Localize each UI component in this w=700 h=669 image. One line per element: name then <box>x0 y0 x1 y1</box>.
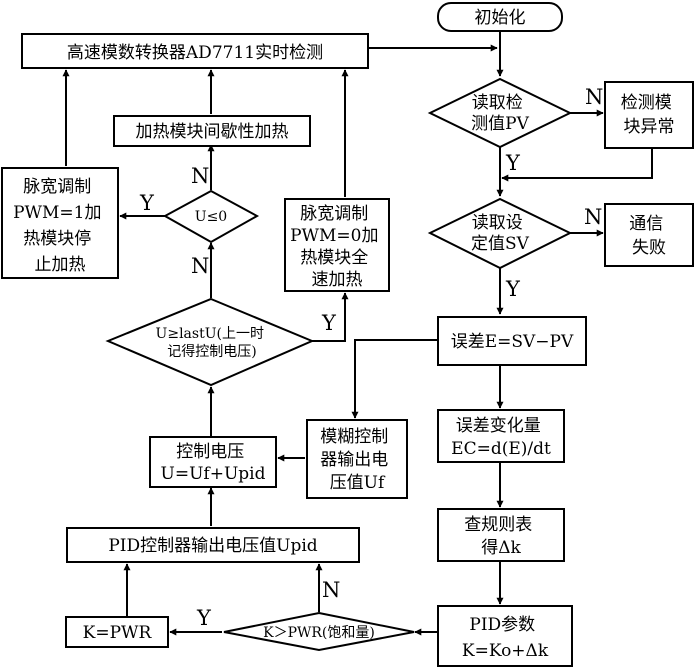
svg-text:通信 失败: 通信 失败 <box>629 214 668 258</box>
svg-text:初始化: 初始化 <box>475 8 526 28</box>
svg-text:读取检 测值PV: 读取检 测值PV <box>471 93 529 134</box>
node-pid-params: PID参数 K=Ko+Δk <box>437 605 573 667</box>
label-ulast-no: N <box>191 254 209 278</box>
label-kpwr-yes: Y <box>196 606 212 630</box>
decision-read-pv-line-1: 读取检 <box>472 93 523 113</box>
node-err-comm: 通信 失败 <box>604 203 694 267</box>
node-pwm1: 脉宽调制 PWM=1加 热模块停 止加热 <box>1 167 119 279</box>
decision-k-gt-pwr-line-1: K＞PWR(饱和量) <box>263 625 375 641</box>
label-ule0-yes: Y <box>139 191 155 215</box>
node-pwm1-line-3: 热模块停 <box>23 229 91 249</box>
label-ule0-no: N <box>191 164 209 188</box>
node-adc-line-1: 高速模数转换器AD7711实时检测 <box>67 43 323 63</box>
decision-k-gt-pwr: K＞PWR(饱和量) <box>223 611 415 652</box>
svg-text:高速模数转换器AD7711实时检测: 高速模数转换器AD7711实时检测 <box>67 43 323 63</box>
branch-labels: N Y N Y Y N Y N N Y <box>139 85 603 630</box>
node-pwm0-line-1: 脉宽调制 <box>300 204 368 224</box>
node-pwm1-line-2: PWM=1加 <box>13 203 101 223</box>
svg-text:加热模块间歇性加热: 加热模块间歇性加热 <box>136 122 289 142</box>
node-pid-params-line-1: PID参数 <box>469 615 535 635</box>
node-fuzzy-out-line-2: 器输出电 <box>320 450 388 470</box>
node-pid-out-line-1: PID控制器输出电压值Upid <box>108 536 317 556</box>
node-pwm0: 脉宽调制 PWM=0加 热模块全 速加热 <box>284 198 390 292</box>
node-ec-calc: 误差变化量 EC=d(E)/dt <box>437 409 565 463</box>
label-ulast-yes: Y <box>321 311 337 335</box>
node-pid-out: PID控制器输出电压值Upid <box>66 527 360 563</box>
node-ec-calc-line-1: 误差变化量 <box>456 416 541 436</box>
node-error-calc: 误差E=SV−PV <box>437 316 587 366</box>
decision-read-pv-line-2: 测值PV <box>471 114 529 134</box>
decision-u-le-0-line-1: U≤0 <box>195 209 227 225</box>
node-k-pwr: K=PWR <box>65 616 169 648</box>
node-intermittent: 加热模块间歇性加热 <box>113 115 311 147</box>
node-error-calc-line-1: 误差E=SV−PV <box>451 332 574 352</box>
svg-text:查规则表 得Δk: 查规则表 得Δk <box>464 515 537 558</box>
node-lookup-line-2: 得Δk <box>481 538 521 558</box>
node-pwm0-line-4: 速加热 <box>312 270 363 290</box>
svg-text:误差变化量 EC=d(E)/dt: 误差变化量 EC=d(E)/dt <box>451 416 551 459</box>
svg-text:PID控制器输出电压值Upid: PID控制器输出电压值Upid <box>108 536 317 556</box>
node-fuzzy-out: 模糊控制 器输出电 压值Uf <box>306 419 408 499</box>
decision-u-ge-last-line-1: U≥lastU(上一时 <box>156 326 264 342</box>
node-ec-calc-line-2: EC=d(E)/dt <box>451 439 551 459</box>
node-intermittent-line-1: 加热模块间歇性加热 <box>136 122 289 142</box>
node-pwm0-line-2: PWM=0加 <box>290 226 378 246</box>
svg-text:模糊控制 器输出电 压值Uf: 模糊控制 器输出电 压值Uf <box>320 427 393 493</box>
decision-u-ge-last: U≥lastU(上一时 记得控制电压) <box>105 297 315 387</box>
node-control-v-line-1: 控制电压 <box>176 442 244 462</box>
node-start: 初始化 <box>437 2 563 32</box>
node-lookup-line-1: 查规则表 <box>464 515 532 535</box>
svg-text:控制电压 U=Uf+Upid: 控制电压 U=Uf+Upid <box>161 442 266 484</box>
node-k-pwr-line-1: K=PWR <box>83 623 153 643</box>
svg-text:K＞PWR(饱和量): K＞PWR(饱和量) <box>263 625 375 641</box>
svg-text:检测模 块异常: 检测模 块异常 <box>621 93 677 137</box>
node-pwm1-line-4: 止加热 <box>35 255 86 275</box>
svg-text:误差E=SV−PV: 误差E=SV−PV <box>451 332 574 352</box>
decision-u-ge-last-line-2: 记得控制电压) <box>167 343 256 360</box>
label-sv-no: N <box>584 205 602 229</box>
label-kpwr-no: N <box>322 578 340 602</box>
svg-text:K=PWR: K=PWR <box>83 623 153 643</box>
decision-read-sv-line-2: 定值SV <box>471 234 530 254</box>
svg-text:U≥lastU(上一时 记得控制电压): U≥lastU(上一时 记得控制电压) <box>156 326 269 360</box>
label-sv-yes: Y <box>505 277 521 301</box>
node-err-comm-line-2: 失败 <box>632 238 666 258</box>
svg-text:脉宽调制 PWM=1加 热模块停: 脉宽调制 PWM=1加 热模块停 止加热 <box>13 177 107 275</box>
svg-text:U≤0: U≤0 <box>195 209 227 225</box>
node-pwm0-line-3: 热模块全 <box>300 248 368 268</box>
svg-text:读取设 定值SV: 读取设 定值SV <box>471 213 530 254</box>
node-err-comm-line-1: 通信 <box>629 214 663 234</box>
node-err-module-line-2: 块异常 <box>624 117 675 137</box>
node-pid-params-line-2: K=Ko+Δk <box>462 641 549 661</box>
decision-read-sv: 读取设 定值SV <box>427 197 573 270</box>
label-pv-yes: Y <box>505 151 521 175</box>
connectors <box>62 30 653 636</box>
svg-text:脉宽调制 PWM=0加 热模块全: 脉宽调制 PWM=0加 热模块全 速加热 <box>290 204 384 290</box>
node-control-v: 控制电压 U=Uf+Upid <box>149 436 277 488</box>
node-adc: 高速模数转换器AD7711实时检测 <box>21 33 369 69</box>
node-err-module-line-1: 检测模 <box>621 93 672 113</box>
node-pwm1-line-1: 脉宽调制 <box>23 177 91 197</box>
svg-text:PID参数 K=Ko+Δk: PID参数 K=Ko+Δk <box>462 615 549 661</box>
node-start-line-1: 初始化 <box>475 8 526 28</box>
node-lookup: 查规则表 得Δk <box>437 508 565 562</box>
node-control-v-line-2: U=Uf+Upid <box>161 464 266 484</box>
node-err-module: 检测模 块异常 <box>604 81 694 149</box>
decision-read-pv: 读取检 测值PV <box>427 77 573 149</box>
label-pv-no: N <box>585 85 603 109</box>
node-fuzzy-out-line-3: 压值Uf <box>330 473 386 493</box>
decision-u-le-0: U≤0 <box>162 189 260 244</box>
decision-read-sv-line-1: 读取设 <box>472 213 523 233</box>
node-fuzzy-out-line-1: 模糊控制 <box>320 427 388 447</box>
